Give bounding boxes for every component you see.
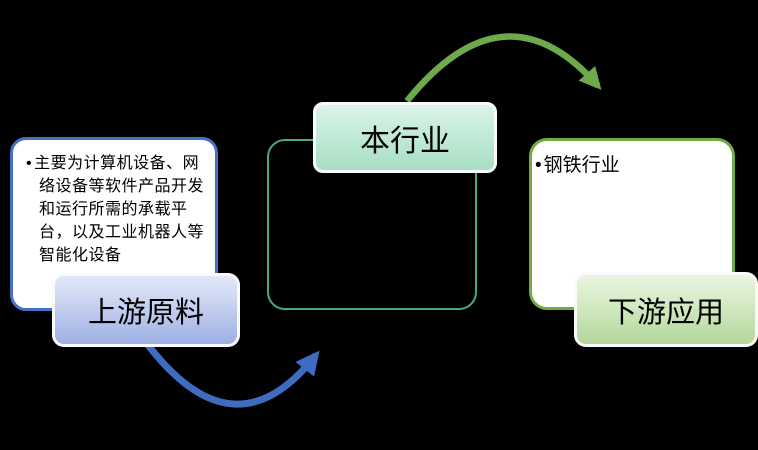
industry-label-text: 本行业 <box>360 124 450 158</box>
industry-label-chip: 本行业 <box>313 102 497 173</box>
bullet-glyph: • <box>535 155 542 176</box>
upstream-description-box: •主要为计算机设备、网络设备等软件产品开发和运行所需的承载平台，以及工业机器人等… <box>10 137 218 311</box>
upstream-label-chip: 上游原料 <box>52 273 240 347</box>
downstream-description-text: •钢铁行业 <box>532 141 732 178</box>
downstream-description-value: 钢铁行业 <box>543 155 620 176</box>
upstream-description-text: •主要为计算机设备、网络设备等软件产品开发和运行所需的承载平台，以及工业机器人等… <box>13 140 215 267</box>
arrow-upstream-to-industry <box>145 342 320 408</box>
upstream-label-text: 上游原料 <box>87 297 204 329</box>
downstream-label-text: 下游应用 <box>607 296 724 329</box>
downstream-label-chip: 下游应用 <box>574 272 758 347</box>
bullet-glyph: • <box>26 155 33 172</box>
arrow-industry-to-downstream <box>404 33 602 104</box>
upstream-description-value: 主要为计算机设备、网络设备等软件产品开发和运行所需的承载平台，以及工业机器人等智… <box>34 155 205 264</box>
